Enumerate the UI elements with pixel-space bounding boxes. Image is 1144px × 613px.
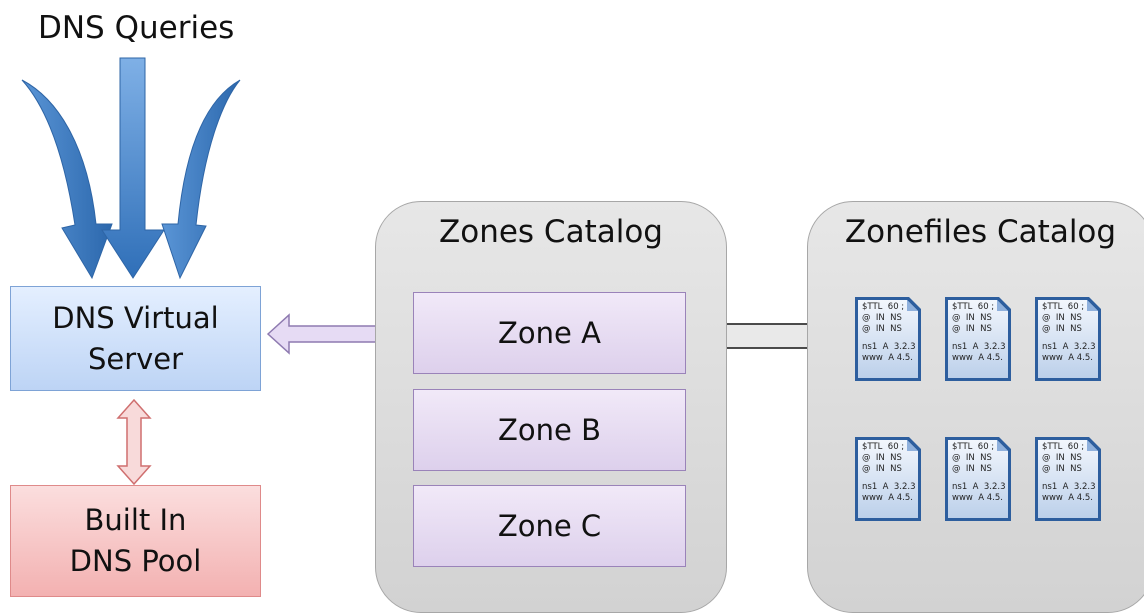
dns-pool-line2: DNS Pool (69, 544, 202, 578)
zonefile-record-line: www A 4.5. (952, 352, 1003, 363)
zonefile-record-line: @ IN NS (952, 313, 992, 324)
zones-catalog-title: Zones Catalog (439, 214, 663, 250)
zonefile-record-line: $TTL 60 ; (1042, 442, 1085, 452)
zone-c-box: Zone C (413, 485, 686, 567)
zonefile-record-line: ns1 A 3.2.3 (1042, 481, 1096, 492)
dns-queries-label: DNS Queries (38, 10, 235, 46)
zonefile-record-line: ns1 A 3.2.3 (862, 481, 916, 492)
zonefile-record-line: @ IN NS (862, 464, 902, 475)
zonefile-record-line: @ IN NS (862, 313, 902, 324)
zonefile-record-line: $TTL 60 ; (952, 302, 995, 312)
zonefile-record-line: @ IN NS (1042, 464, 1082, 475)
query-arrow-right (161, 79, 241, 280)
query-arrow-center (101, 57, 165, 279)
zone-a-label: Zone A (498, 316, 601, 350)
zonefile-record-line: ns1 A 3.2.3 (1042, 341, 1096, 352)
zonefile-record-line: $TTL 60 ; (862, 442, 905, 452)
zone-b-label: Zone B (498, 413, 601, 447)
dns-pool-box: Built In DNS Pool (10, 485, 261, 597)
zonefiles-catalog-container: Zonefiles Catalog (807, 201, 1144, 613)
zonefile-record-line: @ IN NS (952, 453, 992, 464)
server-pool-double-arrow (116, 398, 152, 486)
dns-pool-line1: Built In (84, 503, 187, 537)
zonefile-record-line: @ IN NS (1042, 313, 1082, 324)
zonefile-record-line: $TTL 60 ; (862, 302, 905, 312)
zonefile-record-line: www A 4.5. (1042, 492, 1093, 503)
zonefile-record-line: @ IN NS (862, 324, 902, 335)
zone-a-box: Zone A (413, 292, 686, 374)
zonefile-record-line: ns1 A 3.2.3 (862, 341, 916, 352)
zonefile-record-line: @ IN NS (1042, 324, 1082, 335)
zonefile-record-line: www A 4.5. (1042, 352, 1093, 363)
query-arrow-left (21, 79, 113, 280)
zonefiles-catalog-title: Zonefiles Catalog (844, 214, 1117, 250)
zonefile-record-line: @ IN NS (952, 324, 992, 335)
zonefile-record-line: @ IN NS (862, 453, 902, 464)
zone-c-label: Zone C (497, 509, 602, 543)
zonefile-record-line: $TTL 60 ; (1042, 302, 1085, 312)
dns-virtual-server-line1: DNS Virtual (52, 300, 219, 335)
zone-b-box: Zone B (413, 389, 686, 471)
zonefile-record-line: ns1 A 3.2.3 (952, 481, 1006, 492)
zonefile-record-line: $TTL 60 ; (952, 442, 995, 452)
zonefile-record-line: www A 4.5. (862, 352, 913, 363)
dns-virtual-server-box: DNS Virtual Server (10, 286, 261, 391)
zonefile-record-line: www A 4.5. (862, 492, 913, 503)
zonefile-record-line: ns1 A 3.2.3 (952, 341, 1006, 352)
zonefile-record-line: www A 4.5. (952, 492, 1003, 503)
dns-virtual-server-line2: Server (87, 341, 184, 376)
zonefile-record-line: @ IN NS (1042, 453, 1082, 464)
zonefile-record-line: @ IN NS (952, 464, 992, 475)
